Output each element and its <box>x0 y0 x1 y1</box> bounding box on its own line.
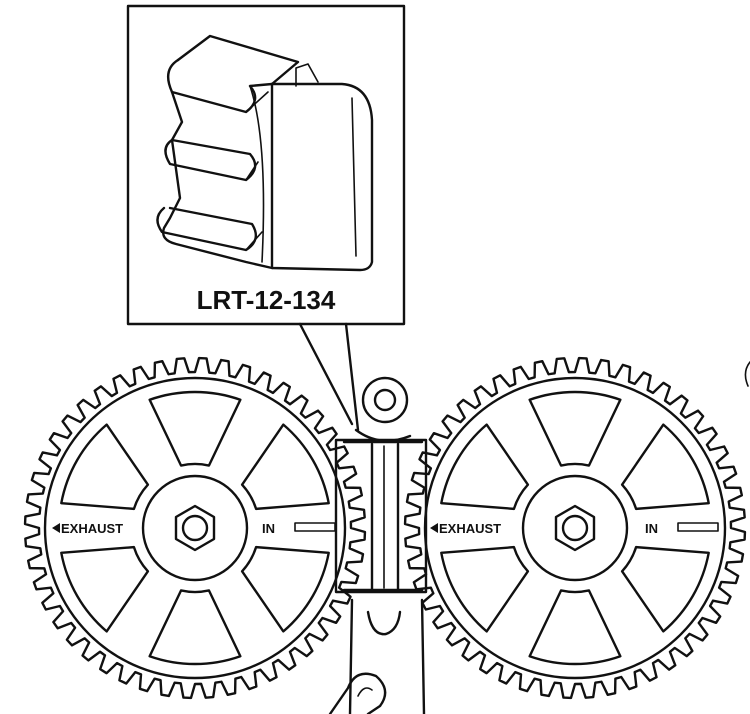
tool-callout: LRT-12-134 <box>126 4 406 432</box>
intake-label-right: IN <box>645 521 658 536</box>
spoke-window <box>60 423 150 511</box>
exhaust-label-left: EXHAUST <box>61 521 123 536</box>
spoke-window <box>440 545 530 633</box>
spoke-window <box>528 390 622 467</box>
spoke-window <box>528 589 622 666</box>
callout-frame <box>126 4 406 326</box>
sprocket-hub-right <box>521 474 629 582</box>
locating-dowel <box>361 376 409 424</box>
locating-dowel-inner <box>373 388 397 412</box>
tool-part-number: LRT-12-134 <box>197 285 336 315</box>
triangle-left-icon <box>52 523 60 533</box>
sprocket-spokes-right <box>440 390 710 666</box>
bolt-center-right <box>561 514 589 542</box>
spoke-window <box>240 423 330 511</box>
spoke-window <box>620 423 710 511</box>
engine-casting <box>328 376 426 714</box>
spoke-window <box>148 390 242 467</box>
spoke-window <box>440 423 530 511</box>
sprocket-inner-rim-left <box>43 376 347 680</box>
casting-slot <box>366 610 402 636</box>
sprocket-spokes-left <box>60 390 330 666</box>
locking-tool-illustration <box>156 34 374 272</box>
sprocket-teeth-right <box>403 356 747 700</box>
bolt-center-left <box>181 514 209 542</box>
casting-outline <box>348 598 426 714</box>
sprocket-teeth-left <box>23 356 367 700</box>
hex-bolt-right <box>554 504 596 552</box>
spoke-window <box>148 589 242 666</box>
hex-bolt-left <box>174 504 216 552</box>
sprocket-left: EXHAUST IN <box>23 356 367 700</box>
bracket-hole <box>357 687 373 697</box>
callout-leader-line-right <box>344 322 360 432</box>
exhaust-label-right: EXHAUST <box>439 521 501 536</box>
callout-leader-line <box>298 322 354 426</box>
bracket <box>328 672 387 714</box>
spoke-window <box>620 545 710 633</box>
intake-label-left: IN <box>262 521 275 536</box>
sprocket-right: EXHAUST IN <box>403 356 747 700</box>
spoke-window <box>60 545 150 633</box>
slot-mark-icon <box>677 522 719 532</box>
triangle-left-icon <box>430 523 438 533</box>
sprocket-hub-left <box>141 474 249 582</box>
locking-tool-fitted <box>334 428 428 594</box>
edge-mark <box>744 361 750 387</box>
spoke-window <box>240 545 330 633</box>
